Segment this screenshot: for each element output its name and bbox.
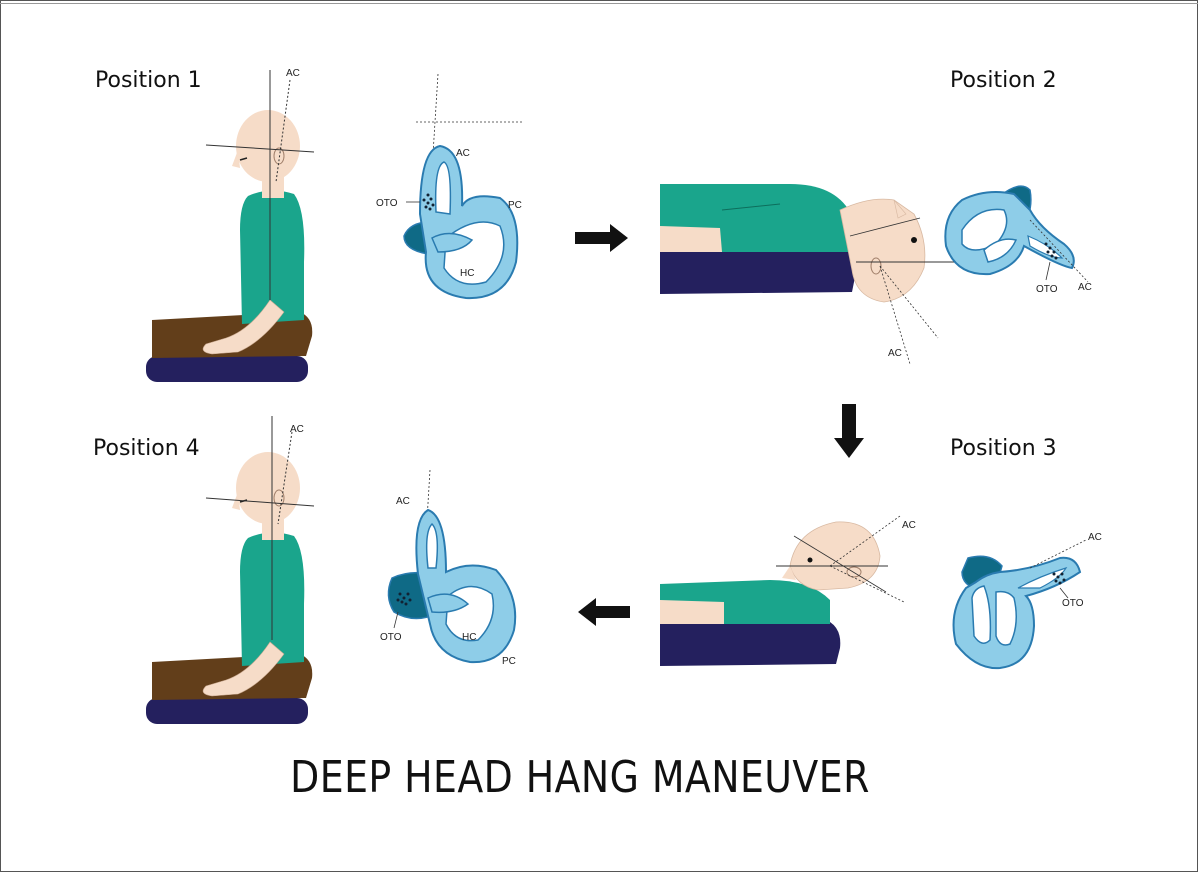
bed-cushion — [660, 250, 857, 294]
hc-label: HC — [460, 268, 474, 279]
oto-label: OTO — [1062, 598, 1084, 609]
seated-person-position-1: AC — [146, 68, 315, 382]
head — [236, 452, 300, 524]
torso — [240, 190, 305, 324]
seated-person-position-4: AC — [146, 416, 315, 724]
axis-2 — [879, 265, 939, 339]
oto-leader — [1045, 261, 1051, 281]
position-2-label: Position 2 — [950, 68, 1057, 93]
supine-person-position-2: AC — [660, 184, 954, 365]
ac-label: AC — [1088, 532, 1102, 543]
otoconia — [396, 592, 412, 606]
arm — [660, 600, 724, 624]
ac-axis — [1029, 539, 1087, 569]
axis-2 — [829, 565, 905, 603]
head — [789, 521, 881, 591]
ear — [273, 489, 285, 507]
hc-canal — [427, 593, 470, 614]
ear — [870, 257, 882, 275]
oto-label: OTO — [376, 198, 398, 209]
supine-person-position-3: AC — [660, 515, 916, 666]
arm-outline — [721, 203, 781, 211]
ac-canal-lumen — [434, 161, 452, 215]
horizontal-axis — [205, 497, 315, 507]
hc-canal — [431, 232, 474, 253]
top-divider — [0, 3, 1198, 4]
otoconia — [1052, 572, 1066, 585]
position-1-label: Position 1 — [95, 68, 202, 93]
hand — [202, 299, 285, 355]
eye — [239, 157, 248, 161]
otoconia — [422, 193, 435, 211]
hc-canal-lumen — [983, 238, 1018, 263]
ac-axis — [277, 431, 293, 525]
ac-label: AC — [888, 348, 902, 359]
hc-label: HC — [462, 632, 476, 643]
head — [839, 198, 926, 303]
face-axis — [849, 217, 921, 237]
ac-label: AC — [1078, 282, 1092, 293]
arrow-down-icon — [834, 404, 864, 458]
otoconia — [1044, 242, 1058, 260]
hc-canal-lumen — [995, 590, 1017, 646]
seat-cushion — [146, 356, 308, 382]
arm — [660, 226, 722, 252]
ac-label: AC — [902, 520, 916, 531]
position-3-label: Position 3 — [950, 436, 1057, 461]
arrow-left-icon — [578, 598, 630, 626]
ac-axis — [275, 79, 291, 183]
ear — [273, 147, 285, 165]
ear — [846, 566, 862, 578]
head — [236, 110, 300, 182]
labyrinth-position-4: OTO AC HC PC — [380, 469, 517, 667]
nose — [232, 492, 240, 510]
ac-canal-lumen — [425, 522, 439, 569]
ac-axis — [423, 469, 431, 571]
diagram-title: DEEP HEAD HANG MANEUVER — [290, 752, 870, 803]
bed-cushion — [660, 622, 841, 666]
ac-label: AC — [456, 148, 470, 159]
nose — [893, 199, 907, 219]
labyrinth-position-2: OTO AC — [944, 185, 1092, 295]
pc-canal-lumen — [961, 208, 1008, 251]
arrow-right-icon — [575, 224, 628, 252]
ac-axis — [879, 265, 911, 365]
canal-loop-outer — [415, 508, 517, 664]
horizontal-axis — [205, 144, 315, 153]
position-4-label: Position 4 — [93, 436, 200, 461]
face-axis — [793, 535, 887, 593]
oto-leader — [1059, 587, 1069, 599]
eye — [911, 237, 917, 243]
ac-label: AC — [396, 496, 410, 507]
ac-label: AC — [286, 68, 300, 79]
labyrinth-position-1: OTO AC PC HC — [376, 73, 522, 300]
eye — [807, 557, 813, 563]
seat-cushion — [146, 698, 308, 724]
pc-label: PC — [508, 200, 522, 211]
canal-loop-outer — [944, 191, 1075, 276]
labyrinth-position-3: OTO AC — [952, 532, 1102, 670]
chin — [782, 566, 796, 580]
pc-label: PC — [502, 656, 516, 667]
hand — [202, 641, 285, 697]
oto-label: OTO — [380, 632, 402, 643]
ac-label: AC — [290, 424, 304, 435]
oto-leader — [393, 611, 399, 629]
oto-label: OTO — [1036, 284, 1058, 295]
pc-canal-lumen — [971, 585, 992, 644]
nose — [232, 150, 240, 168]
